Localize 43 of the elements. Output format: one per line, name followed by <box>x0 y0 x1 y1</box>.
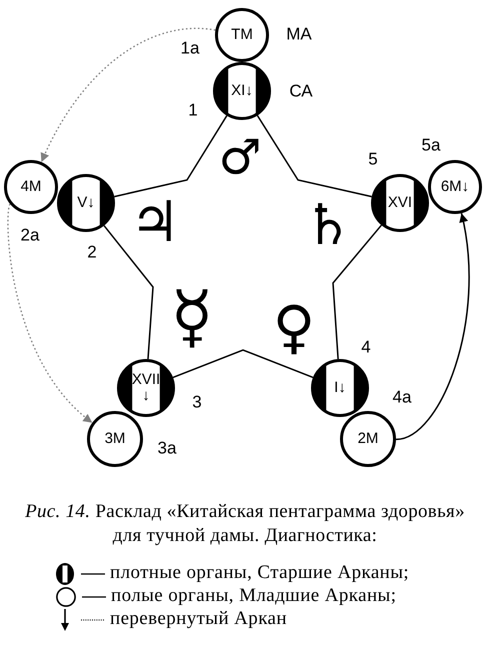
position-number: 1а <box>180 40 200 58</box>
curved-arrow <box>396 213 470 440</box>
legend-text: плотные органы, Старшие Арканы; <box>110 563 410 584</box>
jupiter-symbol: ♃ <box>130 198 180 248</box>
mars-symbol: ♂ <box>218 136 262 180</box>
arcana-label: I↓ <box>334 380 346 396</box>
position-number: 2 <box>87 244 97 262</box>
arcana-group-label: СА <box>289 82 313 102</box>
position-number: 4а <box>392 388 412 408</box>
arcana-label: 4М <box>20 178 42 196</box>
arcana-label: XI↓ <box>231 82 253 100</box>
curved-arrow <box>7 204 93 424</box>
minor-arcana-circle <box>87 411 143 467</box>
arcana-group-label: МА <box>286 26 312 44</box>
legend-text: полые органы, Младшие Арканы; <box>111 586 396 607</box>
minor-arcana-circle <box>4 160 58 214</box>
position-number: 3а <box>158 440 176 458</box>
arcana-label: ТМ <box>231 26 253 44</box>
arcana-label: 2М <box>358 430 378 448</box>
star-outline-line <box>104 225 154 360</box>
arcana-label: XVII ↓ <box>130 372 162 404</box>
saturn-symbol: ♄ <box>302 200 354 252</box>
arcana-label: V↓ <box>77 194 95 212</box>
minor-arcana-circle <box>215 8 269 62</box>
mercury-symbol: ☿ <box>170 286 214 348</box>
arcana-label: 3М <box>104 430 126 448</box>
star-outline-line <box>332 224 382 360</box>
position-number: 1 <box>188 102 198 120</box>
position-number: 5 <box>368 150 378 170</box>
arcana-label: 6М↓ <box>440 178 470 196</box>
star-outline-line <box>172 349 314 378</box>
position-number: 4 <box>361 338 371 358</box>
legend-text: перевернутый Аркан <box>110 609 287 630</box>
position-number: 3 <box>192 394 202 412</box>
star-outline-line <box>114 115 228 198</box>
star-outline-line <box>256 115 372 198</box>
minor-arcana-circle <box>428 160 482 214</box>
position-number: 2а <box>20 226 40 246</box>
figure-caption: Рис. 14. Расклад «Китайская пентаграмма здоровья» для тучной дамы. Диагностика: <box>24 500 466 548</box>
position-number: 5а <box>422 136 440 156</box>
venus-symbol: ♀ <box>272 300 316 354</box>
curved-arrow <box>40 28 216 162</box>
arcana-label: XVI <box>388 194 412 212</box>
